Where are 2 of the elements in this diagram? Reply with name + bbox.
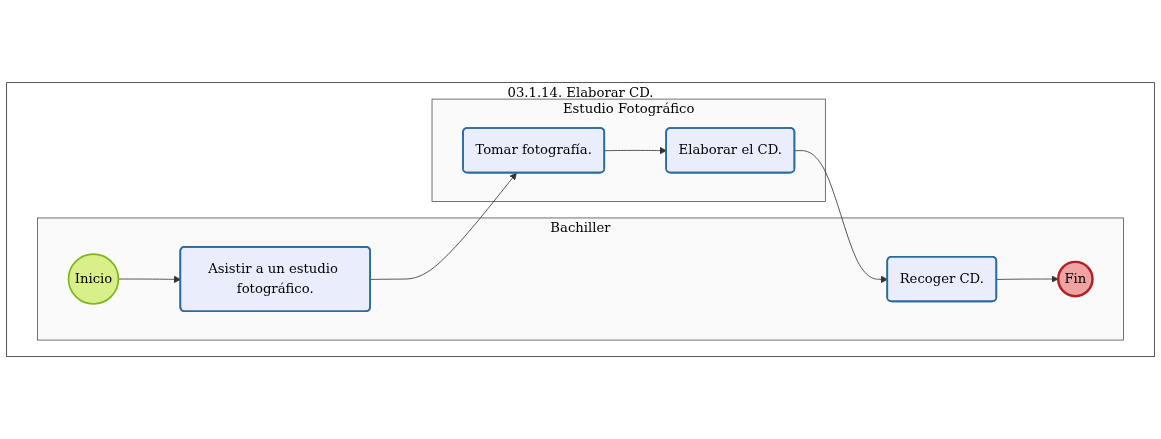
node-circle: Inicio bbox=[67, 253, 120, 305]
node-circle: Fin bbox=[1056, 260, 1094, 298]
